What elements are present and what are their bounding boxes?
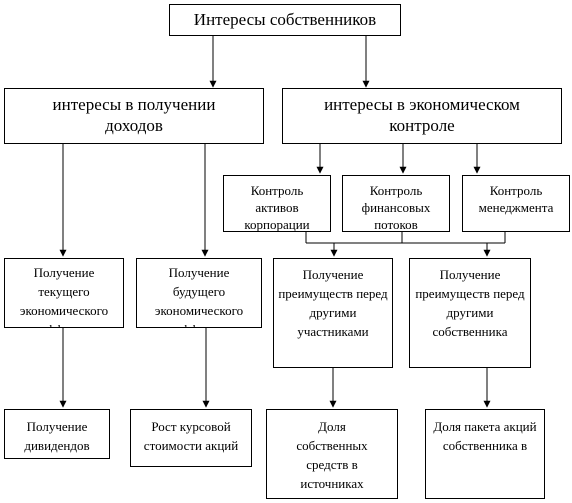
node-equity-share-label: Доля собственных средств в источниках фи… [286,419,378,498]
node-advantage-participants: Получение преимуществ перед другими учас… [273,258,393,368]
node-control-financial-flows-label: Контроль финансовых потоков [361,183,431,232]
node-control-management: Контроль менеджмента [462,175,570,232]
node-control-management-label: Контроль менеджмента [478,183,554,215]
node-income-interests-label: интересы в получении доходов [52,95,216,135]
node-dividends-label: Получение дивидендов [24,419,90,453]
node-advantage-participants-label: Получение преимуществ перед другими учас… [278,267,388,339]
node-control-interests: интересы в экономическом контроле [282,88,562,144]
node-owners-interests: Интересы собственников [169,4,401,36]
node-future-effect: Получение будущего экономического эффект… [136,258,262,328]
node-control-interests-label: интересы в экономическом контроле [324,95,520,135]
node-control-assets-label: Контроль активов корпорации [244,183,310,232]
node-future-effect-label: Получение будущего экономического эффект… [154,265,244,327]
node-share-price-growth-label: Рост курсовой стоимости акций [143,419,239,453]
node-current-effect: Получение текущего экономического эффект… [4,258,124,328]
node-equity-share: Доля собственных средств в источниках фи… [266,409,398,499]
node-owners-interests-label: Интересы собственников [193,10,377,29]
node-control-financial-flows: Контроль финансовых потоков [342,175,450,232]
node-advantage-owners-label: Получение преимуществ перед другими собс… [415,267,525,339]
node-current-effect-label: Получение текущего экономического эффект… [19,265,109,327]
node-advantage-owners: Получение преимуществ перед другими собс… [409,258,531,368]
node-share-price-growth: Рост курсовой стоимости акций [130,409,252,467]
node-control-assets: Контроль активов корпорации [223,175,331,232]
node-owner-stake-label: Доля пакета акций собственника в [433,419,537,453]
node-dividends: Получение дивидендов [4,409,110,459]
node-income-interests: интересы в получении доходов [4,88,264,144]
node-owner-stake: Доля пакета акций собственника в [425,409,545,499]
